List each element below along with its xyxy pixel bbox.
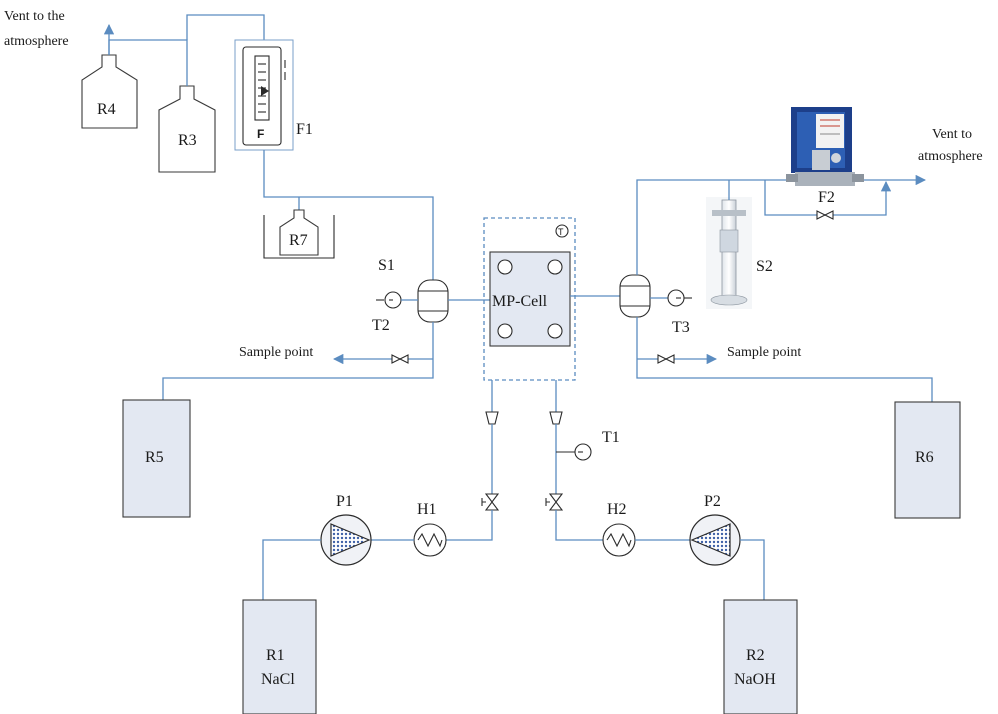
nozzle-right (550, 412, 562, 424)
pipe-valve-h2 (556, 510, 603, 540)
t3-label: T3 (672, 319, 690, 336)
bath-r7: R7 (264, 197, 334, 258)
vent-right-label-2: atmosphere (918, 149, 983, 164)
vent-right-label-1: Vent to (932, 127, 972, 142)
nozzle-left (486, 412, 498, 424)
pump-p1 (321, 515, 371, 565)
valve-sample-left (392, 355, 408, 363)
mp-cell-label: MP-Cell (492, 293, 548, 310)
separator-s1 (418, 280, 448, 322)
r1-label-1: R1 (266, 647, 285, 664)
pipe-f1-s1 (264, 150, 433, 280)
pipe-p1-r1 (263, 540, 321, 600)
pump-p2 (690, 515, 740, 565)
r1-label-2: NaCl (261, 671, 295, 688)
mp-cell: MP-Cell T (484, 218, 575, 380)
s2-label: S2 (756, 258, 773, 275)
bottle-r4: R4 (82, 55, 137, 128)
heater-h1 (414, 524, 446, 556)
vessel-s2 (706, 180, 752, 309)
cell-t-label: T (558, 227, 564, 237)
flowmeter-f1: F (235, 40, 293, 150)
sample-left-label: Sample point (239, 345, 313, 360)
f1-letter: F (257, 127, 264, 141)
p1-label: P1 (336, 493, 353, 510)
pipe-s2-top (637, 180, 707, 275)
r5-label: R5 (145, 449, 164, 466)
valve-sample-right (658, 355, 674, 363)
f1-label: F1 (296, 121, 313, 138)
h2-label: H2 (607, 501, 627, 518)
bottle-r3: R3 (159, 86, 215, 172)
h1-label: H1 (417, 501, 437, 518)
valve-right-inlet (546, 494, 562, 510)
flow-controller-f2 (786, 107, 864, 186)
thermometer-t3 (668, 290, 684, 306)
tank-r5: R5 (123, 400, 190, 517)
pipe-p2-r2 (740, 540, 764, 600)
sample-right-label: Sample point (727, 345, 801, 360)
t2-label: T2 (372, 317, 390, 334)
heater-h2 (603, 524, 635, 556)
vent-left-label-1: Vent to the (4, 9, 65, 24)
pipe-r3-f1 (187, 15, 264, 40)
tank-r6: R6 (895, 402, 960, 518)
r6-label: R6 (915, 449, 934, 466)
vent-left-label-2: atmosphere (4, 34, 69, 49)
f2-label: F2 (818, 189, 835, 206)
s1-label: S1 (378, 257, 395, 274)
valve-bypass-f2 (817, 211, 833, 219)
separator-s2-small (620, 275, 650, 317)
r4-label: R4 (97, 101, 116, 118)
pipe-valve-h1 (446, 510, 492, 540)
r3-label: R3 (178, 132, 197, 149)
tank-r2: R2 NaOH (724, 600, 797, 714)
p2-label: P2 (704, 493, 721, 510)
tank-r1: R1 NaCl (243, 600, 316, 714)
r2-label-2: NaOH (734, 671, 776, 688)
r7-label: R7 (289, 232, 308, 249)
thermometer-t2 (385, 292, 401, 308)
r2-label-1: R2 (746, 647, 765, 664)
valve-left-inlet (482, 494, 498, 510)
t1-label: T1 (602, 429, 620, 446)
thermometer-t1 (575, 444, 591, 460)
